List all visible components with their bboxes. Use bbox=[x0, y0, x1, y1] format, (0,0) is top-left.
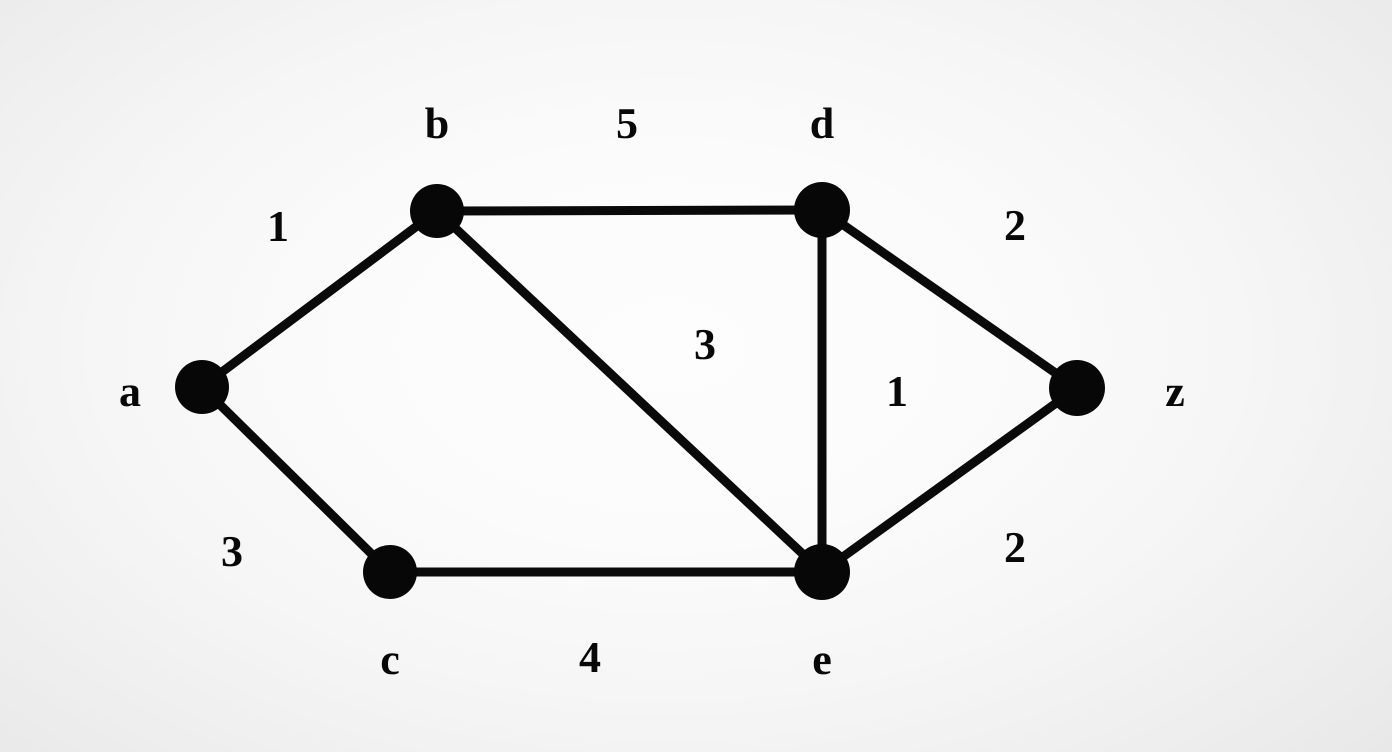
graph-node-b bbox=[410, 184, 464, 238]
edges-group bbox=[197, 205, 1082, 577]
graph-edge-b-d bbox=[432, 205, 827, 216]
graph-edge-d-z bbox=[817, 205, 1082, 393]
graph-node-c bbox=[363, 545, 417, 599]
graph-edge-b-e bbox=[432, 206, 827, 577]
graph-edge-e-z bbox=[817, 383, 1082, 577]
graph-node-d bbox=[794, 182, 850, 238]
nodes-group bbox=[175, 182, 1105, 600]
graph-edge-a-b bbox=[197, 206, 442, 392]
graph-node-e bbox=[794, 544, 850, 600]
graph-node-a bbox=[175, 360, 229, 414]
graph-edge-a-c bbox=[197, 382, 395, 577]
graph-node-z bbox=[1049, 360, 1105, 416]
